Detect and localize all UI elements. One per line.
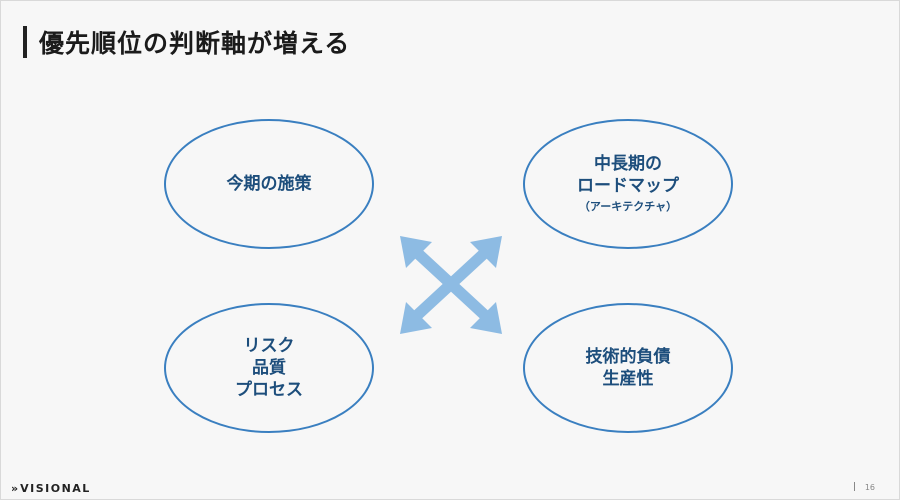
slide-title-bar: 優先順位の判断軸が増える (23, 25, 350, 59)
title-accent-bar (23, 26, 27, 58)
ellipse-tech-debt-productivity: 技術的負債 生産性 (523, 303, 733, 433)
ellipse-label: ロードマップ (577, 176, 679, 196)
ellipse-label: 今期の施策 (226, 174, 312, 194)
ellipse-sublabel: （アーキテクチャ） (578, 200, 678, 213)
ellipse-label: 生産性 (602, 369, 654, 389)
ellipse-label: 品質 (252, 358, 286, 378)
ellipse-risk-quality-process: リスク 品質 プロセス (164, 303, 374, 433)
page-divider (854, 482, 855, 491)
ellipse-label: リスク (243, 336, 295, 356)
slide-title: 優先順位の判断軸が増える (39, 29, 351, 58)
bidirectional-cross-arrows-icon (400, 236, 502, 334)
page-number: 16 (864, 483, 875, 492)
ellipse-current-initiatives: 今期の施策 (164, 119, 374, 249)
ellipse-roadmap: 中長期の ロードマップ （アーキテクチャ） (523, 119, 733, 249)
ellipse-label: 中長期の (594, 154, 662, 174)
ellipse-label: 技術的負債 (585, 347, 671, 367)
logo-text: VISIONAL (20, 481, 91, 495)
company-logo: » VISIONAL (11, 481, 91, 495)
ellipse-label: プロセス (235, 380, 303, 400)
logo-chevrons-icon: » (11, 481, 18, 495)
